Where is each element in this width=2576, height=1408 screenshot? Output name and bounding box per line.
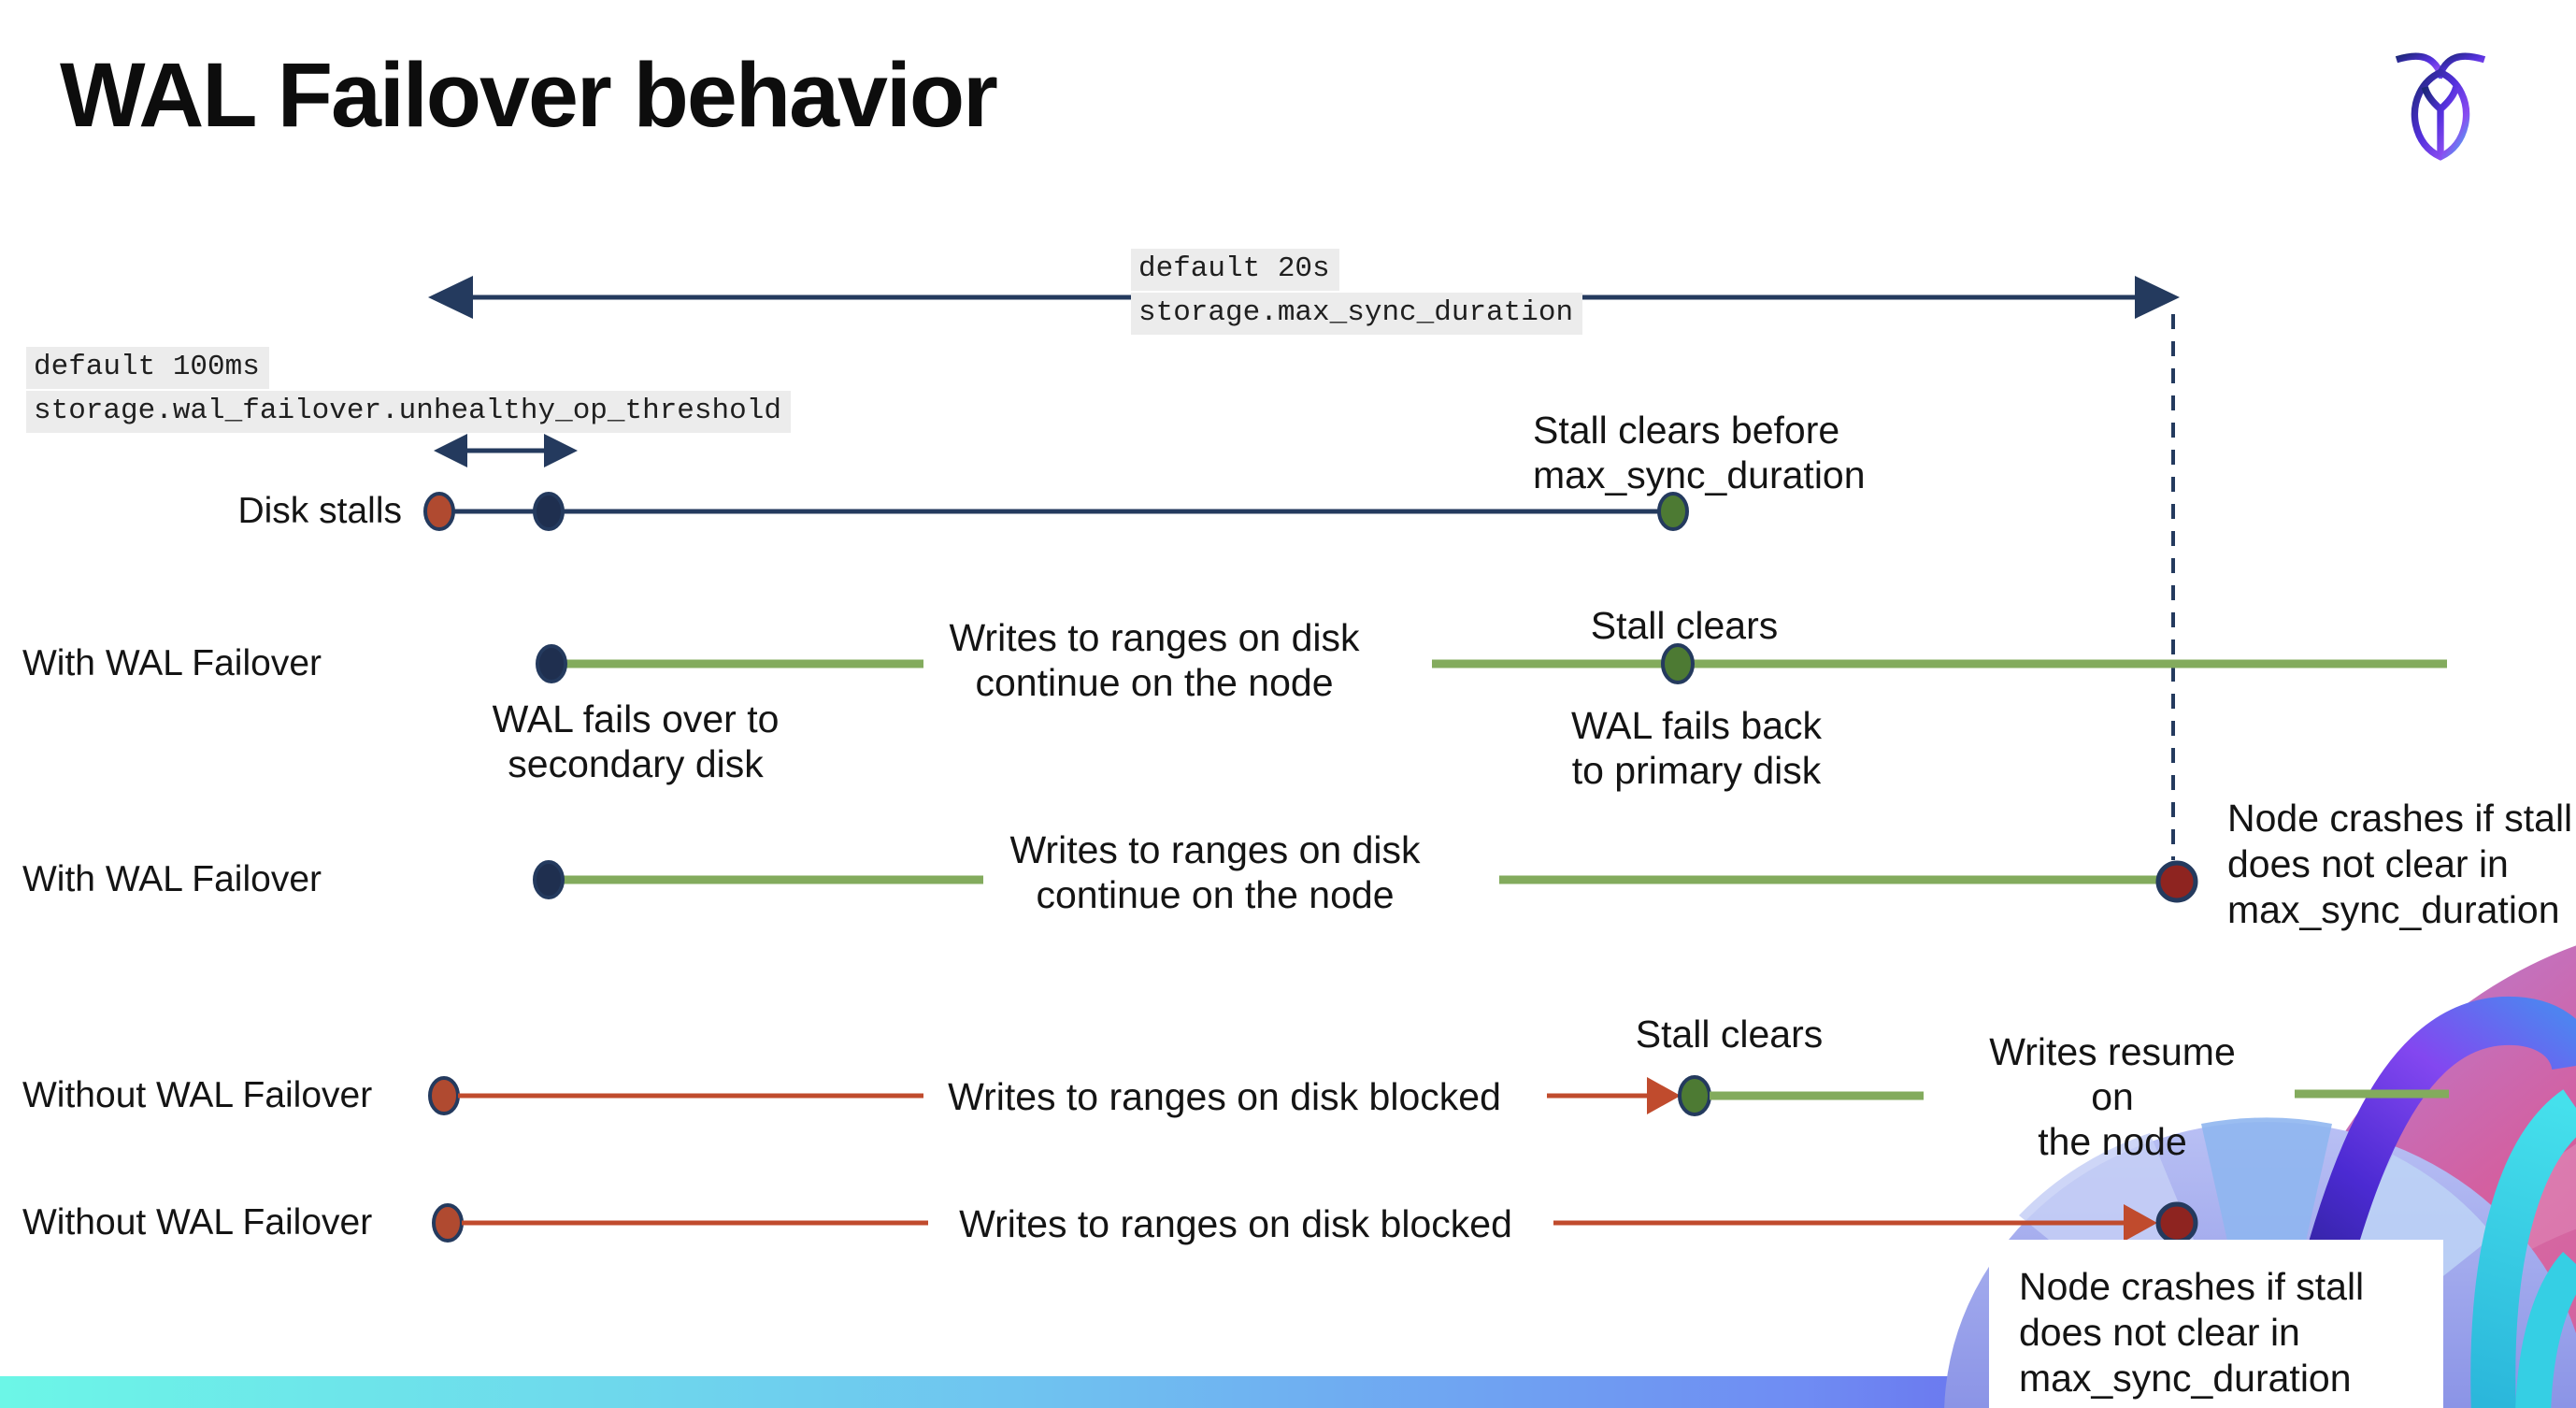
- annotation-writes-blocked-2: Writes to ranges on disk blocked: [959, 1202, 1512, 1245]
- stall-clear-dot: [1661, 643, 1695, 684]
- annotation-writes-blocked-1: Writes to ranges on disk blocked: [948, 1075, 1501, 1118]
- setting-default-value: default 100ms: [26, 347, 269, 389]
- unhealthy-op-threshold-callout: default 100ms storage.wal_failover.unhea…: [26, 347, 791, 435]
- node-crash-callout-box: [1989, 1240, 2443, 1408]
- arrowhead-left-icon: [428, 276, 473, 319]
- stall-start-dot: [428, 1076, 460, 1115]
- row-label-without-wal-failover-2: Without WAL Failover: [22, 1202, 373, 1243]
- logo-stem: [2421, 86, 2460, 157]
- annotation-writes-resume: Writes resume on the node: [1989, 1030, 2236, 1163]
- row-label-with-wal-failover-2: With WAL Failover: [22, 859, 322, 899]
- art-teal-arc: [2470, 1089, 2576, 1408]
- arrowhead-right-icon: [2135, 276, 2180, 319]
- annotation-wal-fails-back: WAL fails back to primary disk: [1570, 704, 1823, 792]
- node-crash-dot: [2155, 860, 2198, 903]
- annotation-wal-fails-over: WAL fails over to secondary disk: [492, 697, 780, 785]
- row-label-without-wal-failover-1: Without WAL Failover: [22, 1075, 373, 1115]
- failover-dot: [536, 644, 567, 683]
- setting-name: storage.wal_failover.unhealthy_op_thresh…: [26, 391, 791, 433]
- red-arrowhead-icon: [1647, 1077, 1681, 1114]
- stall-clear-dot: [1678, 1075, 1711, 1116]
- logo-body: [2411, 68, 2470, 161]
- art-teal-arc-2: [2515, 1252, 2576, 1408]
- setting-default-value: default 20s: [1131, 249, 1339, 291]
- annotation-node-crashes-1: Node crashes if stall does not clear in …: [2227, 797, 2573, 931]
- row-label-disk-stalls: Disk stalls: [237, 491, 402, 531]
- setting-name: storage.max_sync_duration: [1131, 293, 1583, 335]
- cockroachdb-logo-icon: [2395, 52, 2486, 161]
- node-crash-dot: [2155, 1201, 2198, 1244]
- threshold-dot: [533, 492, 565, 531]
- diagram-lines: [423, 276, 2449, 1244]
- arrowhead-right-icon: [544, 434, 578, 467]
- max-sync-duration-callout: default 20s storage.max_sync_duration: [1131, 249, 1583, 337]
- page-title: WAL Failover behavior: [60, 44, 998, 146]
- annotation-node-crashes-2: Node crashes if stall does not clear in …: [2019, 1265, 2365, 1400]
- red-arrowhead-icon: [2124, 1204, 2157, 1242]
- row-label-with-wal-failover-1: With WAL Failover: [22, 643, 322, 683]
- failover-dot: [533, 860, 565, 899]
- stall-start-dot: [432, 1203, 464, 1243]
- annotation-writes-continue-2: Writes to ranges on disk continue on the…: [1009, 828, 1421, 916]
- stall-clear-dot: [1657, 492, 1689, 531]
- stall-start-dot: [423, 492, 455, 531]
- arrowhead-left-icon: [434, 434, 467, 467]
- annotation-stall-clears-1: Stall clears: [1590, 604, 1779, 647]
- annotation-stall-clears-before: Stall clears before max_sync_duration: [1533, 409, 1866, 496]
- annotation-writes-continue-1: Writes to ranges on disk continue on the…: [949, 616, 1360, 704]
- annotation-stall-clears-2: Stall clears: [1635, 1013, 1824, 1056]
